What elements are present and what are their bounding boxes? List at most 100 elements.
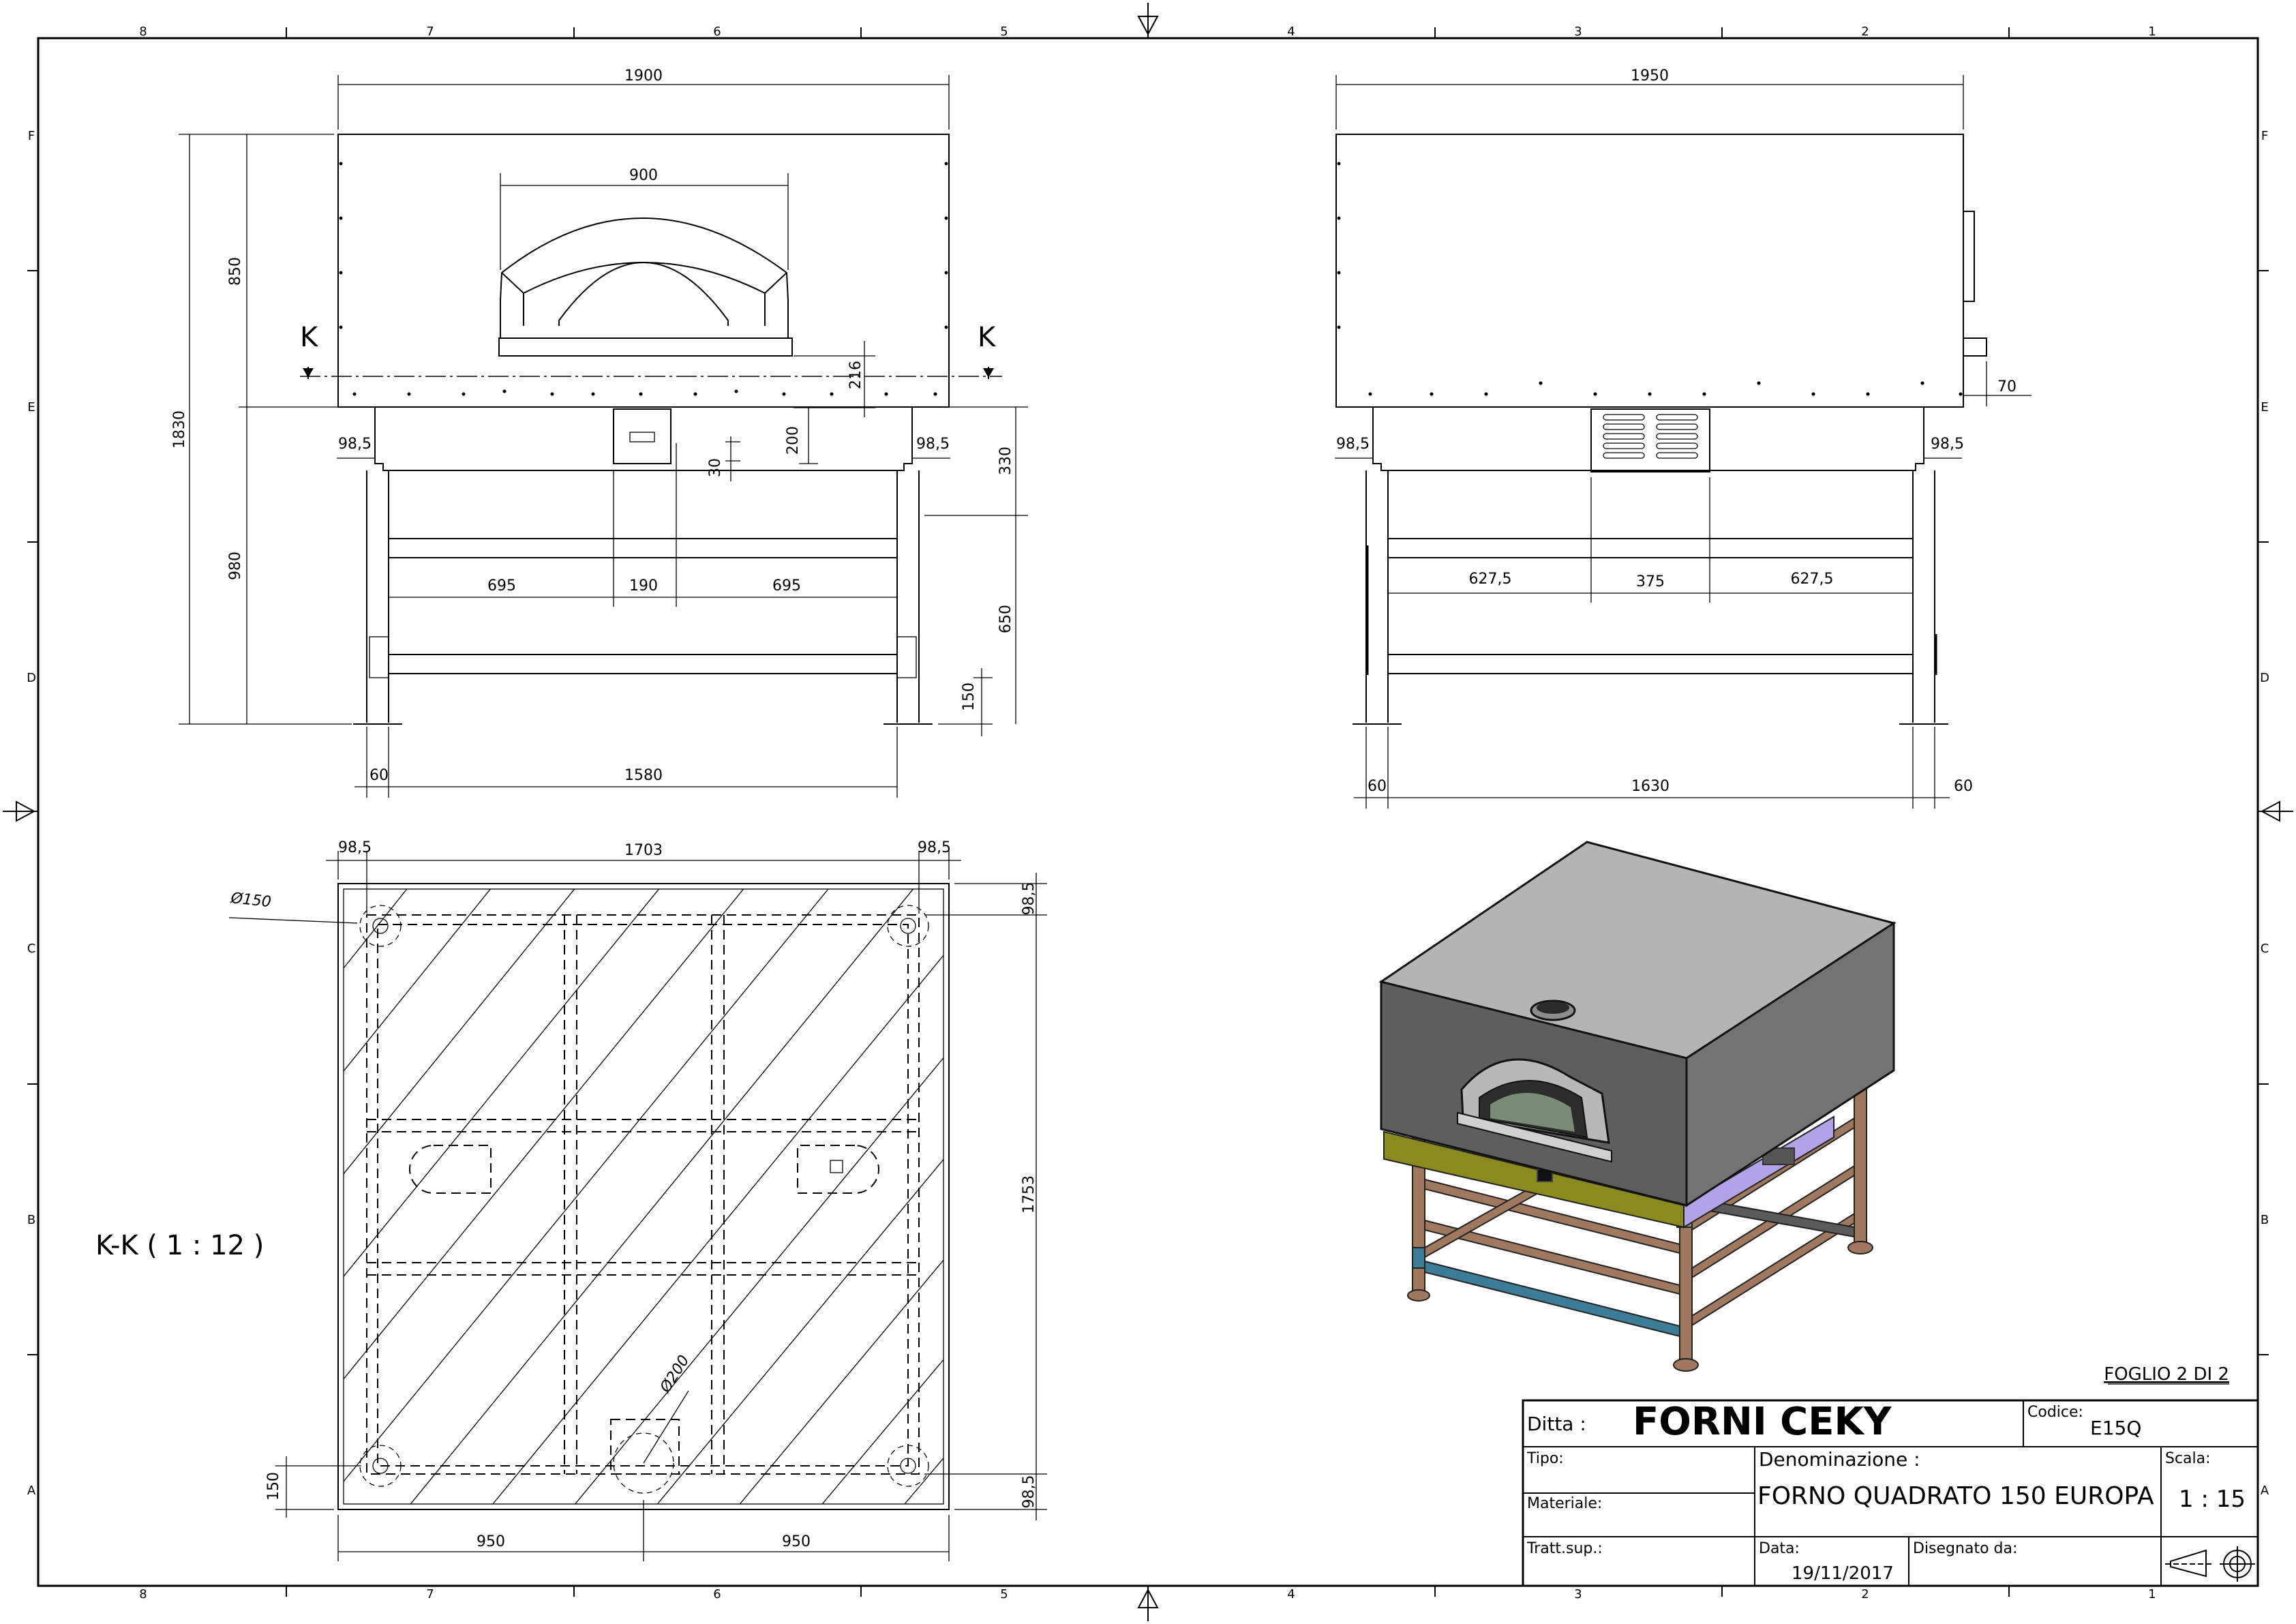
dim-side-leg-left: 60 xyxy=(1368,778,1387,795)
zone-row-b-left: B xyxy=(27,1213,35,1227)
company-label: Ditta : xyxy=(1527,1413,1586,1435)
dim-door-sill: 216 xyxy=(847,361,864,389)
centering-mark-right xyxy=(2258,800,2293,822)
zone-row-d-left: D xyxy=(27,671,36,685)
dim-leg-diameter: Ø150 xyxy=(229,890,272,911)
section-view-label: K-K ( 1 : 12 ) xyxy=(95,1230,264,1261)
dim-section-bottom-edge: 150 xyxy=(265,1472,282,1501)
dim-drawer-height: 200 xyxy=(785,426,802,455)
drawn-by-label: Disegnato da: xyxy=(1913,1540,2017,1557)
dim-side-leg-right: 60 xyxy=(1954,778,1973,795)
zone-row-e-right: E xyxy=(2261,400,2268,415)
sheet-number: FOGLIO 2 DI 2 xyxy=(2104,1364,2229,1385)
dim-section-half-right: 950 xyxy=(782,1533,811,1550)
vent-slots xyxy=(1603,414,1698,459)
zone-col-5-bottom: 5 xyxy=(1000,1587,1008,1602)
front-view: K K 1900 900 1830 850 980 xyxy=(171,67,1028,798)
zone-col-2-bottom: 2 xyxy=(1861,1587,1869,1602)
dim-lower-height: 980 xyxy=(227,552,244,580)
oven-body-side xyxy=(1335,134,1964,408)
dim-section-offset-left: 98,5 xyxy=(338,839,372,856)
drawing-name: FORNO QUADRATO 150 EUROPA xyxy=(1757,1482,2154,1510)
iso-door-sill xyxy=(1457,1111,1612,1163)
dim-section-offset-right: 98,5 xyxy=(918,839,951,856)
date-label: Data: xyxy=(1759,1540,1800,1557)
iso-side-panel xyxy=(1683,1115,1834,1229)
iso-oven-side xyxy=(1685,921,1895,1207)
projection-symbol-icon xyxy=(2165,1546,2255,1582)
dim-span-middle: 190 xyxy=(629,577,658,595)
isometric-view xyxy=(1378,841,1897,1372)
dim-side-depth: 1950 xyxy=(1631,67,1669,85)
dim-offset-left: 98,5 xyxy=(338,436,372,453)
section-mark-left: K xyxy=(300,322,319,353)
section-hidden-frame xyxy=(366,914,920,1475)
dim-frame-height: 330 xyxy=(997,447,1014,475)
sheet-border: 8 7 6 5 4 3 2 1 8 7 6 5 4 3 2 1 F E D C … xyxy=(3,3,2293,1621)
dim-front-width: 1900 xyxy=(624,67,663,85)
centering-mark-top xyxy=(1137,3,1159,38)
zone-col-7-top: 7 xyxy=(426,25,434,39)
zone-col-7-bottom: 7 xyxy=(426,1587,434,1602)
zone-row-a-left: A xyxy=(27,1484,36,1498)
zone-col-4-bottom: 4 xyxy=(1287,1587,1295,1602)
dim-leg-span: 1580 xyxy=(624,767,663,784)
dim-handle-offset: 30 xyxy=(707,458,724,477)
drawer-handle xyxy=(629,432,655,442)
code-label: Codice: xyxy=(2027,1404,2083,1421)
dim-flue-diameter: Ø200 xyxy=(656,1353,693,1396)
zone-col-4-top: 4 xyxy=(1287,25,1295,39)
dim-section-offset-bottom: 98,5 xyxy=(1021,1475,1038,1509)
title-block: FOGLIO 2 DI 2 Ditta : FORNI CEKY Codice:… xyxy=(1522,1364,2259,1587)
zone-col-3-top: 3 xyxy=(1574,25,1582,39)
dim-flue-offset: 70 xyxy=(1997,378,2016,395)
zone-row-e-left: E xyxy=(27,400,35,415)
side-view: 1950 70 98,5 98,5 627,5 375 627,5 60 163… xyxy=(1335,67,2031,809)
zone-row-f-left: F xyxy=(28,129,35,143)
zone-col-1-top: 1 xyxy=(2148,25,2156,39)
dim-section-inner-width: 1703 xyxy=(624,842,663,859)
drawer-front xyxy=(613,408,671,464)
dim-side-offset-right: 98,5 xyxy=(1931,436,1964,453)
dim-offset-right: 98,5 xyxy=(916,436,950,453)
dim-side-leg-span: 1630 xyxy=(1631,778,1670,795)
surface-label: Tratt.sup.: xyxy=(1526,1540,1603,1557)
zone-row-c-right: C xyxy=(2261,942,2269,956)
dim-side-span-right: 627,5 xyxy=(1791,571,1834,588)
dim-side-span-middle: 375 xyxy=(1636,573,1665,590)
zone-col-6-top: 6 xyxy=(713,25,721,39)
centering-mark-left xyxy=(3,800,38,822)
company-name: FORNI CEKY xyxy=(1633,1400,1892,1444)
zone-col-8-bottom: 8 xyxy=(139,1587,147,1602)
drawing-code: E15Q xyxy=(2090,1417,2141,1439)
name-label: Denominazione : xyxy=(1759,1448,1920,1471)
drawing-date: 19/11/2017 xyxy=(1792,1563,1894,1584)
dim-span-left: 695 xyxy=(487,577,516,595)
material-label: Materiale: xyxy=(1527,1495,1602,1512)
scale-label: Scala: xyxy=(2165,1450,2211,1467)
door-sill xyxy=(498,337,793,357)
dim-foot-height: 150 xyxy=(961,682,978,711)
zone-row-c-left: C xyxy=(27,942,36,956)
zone-row-f-right: F xyxy=(2261,129,2268,143)
dim-leg-width: 60 xyxy=(369,767,389,784)
vent-grille xyxy=(1590,408,1710,472)
zone-col-5-top: 5 xyxy=(1000,25,1008,39)
zone-col-6-bottom: 6 xyxy=(713,1587,721,1602)
dim-total-height: 1830 xyxy=(171,410,188,449)
type-label: Tipo: xyxy=(1526,1450,1564,1467)
zone-col-2-top: 2 xyxy=(1861,25,1869,39)
zone-row-d-right: D xyxy=(2260,671,2269,685)
side-panel xyxy=(1963,211,1975,302)
section-view: 98,5 1703 98,5 Ø150 Ø200 98,5 1753 98,5 … xyxy=(95,839,1047,1561)
zone-col-3-bottom: 3 xyxy=(1574,1587,1582,1602)
dim-upper-height: 850 xyxy=(227,257,244,286)
zone-row-b-right: B xyxy=(2261,1213,2269,1227)
zone-row-a-right: A xyxy=(2261,1484,2269,1498)
section-outer-frame xyxy=(337,883,950,1510)
centering-mark-bottom xyxy=(1137,1586,1159,1621)
section-mark-right: K xyxy=(978,322,997,353)
drawing-scale: 1 : 15 xyxy=(2179,1486,2246,1513)
section-hatching xyxy=(344,889,943,1504)
